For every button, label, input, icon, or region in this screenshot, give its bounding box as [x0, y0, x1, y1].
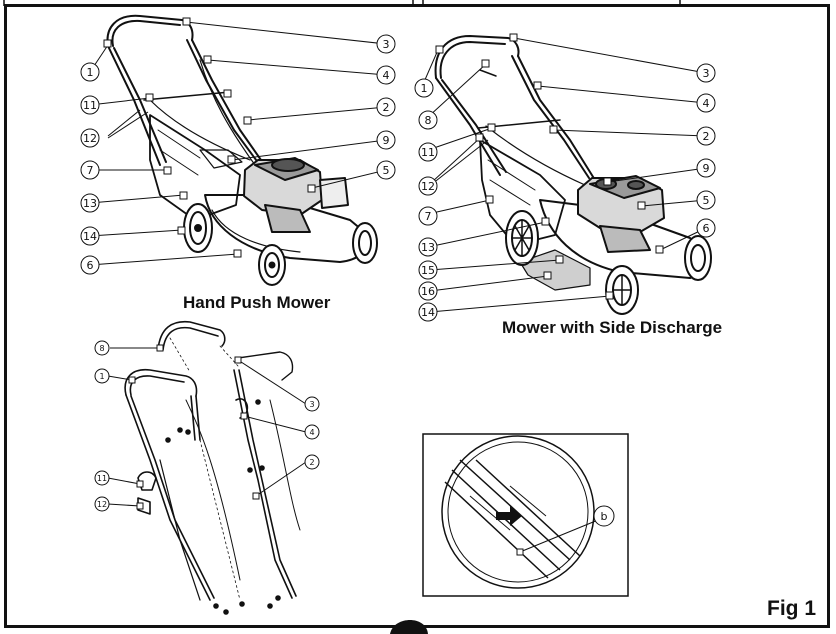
detail-labels: b — [593, 505, 615, 527]
callout-label-8: 8 — [425, 114, 432, 127]
callout-label-6: 6 — [87, 259, 94, 272]
callout-label-16: 16 — [421, 285, 435, 298]
callout-circle — [80, 62, 100, 82]
callout-label-3: 3 — [703, 67, 710, 80]
callout-circle — [304, 396, 320, 412]
callout-label-11: 11 — [97, 474, 107, 483]
callout-label-9: 9 — [383, 134, 390, 147]
callout-label-14: 14 — [421, 306, 435, 319]
callout-label-1: 1 — [421, 82, 428, 95]
callout-circle — [593, 505, 615, 527]
callout-label-2: 2 — [309, 458, 314, 467]
hand-push-callouts — [89, 21, 387, 266]
callout-label-15: 15 — [421, 264, 435, 277]
callout-circle — [376, 65, 396, 85]
callout-circle — [418, 142, 438, 162]
page-marker — [390, 620, 428, 634]
hand-push-mower — [106, 14, 378, 286]
callout-label-1: 1 — [99, 372, 104, 381]
callout-label-4: 4 — [703, 97, 710, 110]
callout-label-4: 4 — [309, 428, 314, 437]
callout-label-5: 5 — [383, 164, 390, 177]
callout-circle — [418, 176, 438, 196]
callout-label-9: 9 — [703, 162, 710, 175]
callout-label-11: 11 — [83, 99, 97, 112]
callout-circle — [418, 206, 438, 226]
callout-label-12: 12 — [97, 500, 107, 509]
callout-label-6: 6 — [703, 222, 710, 235]
callout-circle — [376, 160, 396, 180]
callout-circle — [696, 93, 716, 113]
callout-circle — [376, 130, 396, 150]
callout-label-1: 1 — [87, 66, 94, 79]
callout-label-13: 13 — [421, 241, 435, 254]
callout-circle — [696, 218, 716, 238]
callout-label-5: 5 — [703, 194, 710, 207]
callout-label-3: 3 — [309, 400, 314, 409]
exploded-callouts — [107, 347, 307, 507]
callout-circle — [80, 226, 100, 246]
side-discharge-mower — [434, 35, 712, 315]
caption-hand-push-mower: Hand Push Mower — [183, 293, 331, 312]
callout-label-4: 4 — [383, 69, 390, 82]
figure-number: Fig 1 — [767, 597, 817, 620]
callout-circle — [304, 424, 320, 440]
callout-circle — [80, 193, 100, 213]
callout-circle — [418, 260, 438, 280]
callout-circle — [418, 110, 438, 130]
callout-label-7: 7 — [87, 164, 94, 177]
callout-label-12: 12 — [421, 180, 435, 193]
exploded-labels: 8 1 3 4 11 2 12 — [94, 340, 320, 512]
callout-label-7: 7 — [425, 210, 432, 223]
callout-circle — [80, 128, 100, 148]
callout-circle — [80, 255, 100, 275]
callout-label-2: 2 — [383, 101, 390, 114]
side-discharge-callouts — [423, 37, 707, 313]
callout-circle — [94, 368, 110, 384]
callout-circle — [80, 95, 100, 115]
callout-label-b: b — [601, 510, 608, 523]
callout-circle — [94, 496, 110, 512]
callout-label-3: 3 — [383, 38, 390, 51]
callout-label-12: 12 — [83, 132, 97, 145]
callout-label-11: 11 — [421, 146, 435, 159]
callout-label-2: 2 — [703, 130, 710, 143]
callout-circle — [696, 190, 716, 210]
callout-circle — [80, 160, 100, 180]
callout-circle — [418, 302, 438, 322]
callout-circle — [414, 78, 434, 98]
callout-circle — [418, 237, 438, 257]
caption-side-discharge-mower: Mower with Side Discharge — [502, 318, 723, 337]
callout-circle — [696, 63, 716, 83]
callout-label-13: 13 — [83, 197, 97, 210]
exploded-handle — [124, 320, 301, 615]
callout-circle — [696, 158, 716, 178]
callout-label-14: 14 — [83, 230, 97, 243]
callout-circle — [418, 281, 438, 301]
callout-circle — [376, 34, 396, 54]
callout-circle — [304, 454, 320, 470]
callout-circle — [94, 340, 110, 356]
callout-circle — [94, 470, 110, 486]
callout-circle — [376, 97, 396, 117]
callout-circle — [696, 126, 716, 146]
callout-label-8: 8 — [99, 344, 104, 353]
